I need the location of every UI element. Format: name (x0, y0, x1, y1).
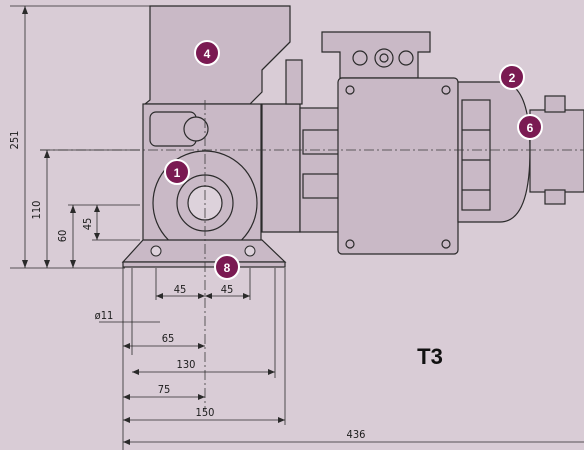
drawing-title: T3 (417, 344, 443, 369)
mounting-foot (121, 239, 287, 263)
dim-150: 150 (196, 406, 215, 419)
dim-45-left: 45 (174, 283, 187, 296)
callout-2-label: 2 (509, 71, 516, 85)
dim-436: 436 (347, 428, 366, 441)
dim-65: 65 (162, 332, 175, 345)
callout-4: 4 (194, 40, 220, 66)
flange-plate (261, 103, 301, 233)
dim-hole-diameter: ø11 (95, 309, 114, 322)
dim-total-height: 251 (8, 131, 21, 150)
callout-2: 2 (499, 64, 525, 90)
dimension-arrows (22, 6, 285, 445)
gear-motor-assembly (121, 5, 584, 268)
callout-6: 6 (517, 114, 543, 140)
callout-8-label: 8 (224, 261, 231, 275)
dim-45-right: 45 (221, 283, 234, 296)
coupling-housing (299, 107, 343, 233)
callout-1-label: 1 (174, 166, 181, 180)
dimension-lines (10, 5, 584, 450)
foot-bolts (150, 245, 256, 257)
callout-6-label: 6 (527, 121, 534, 135)
callout-4-label: 4 (204, 47, 211, 61)
callout-1: 1 (164, 159, 190, 185)
callout-8: 8 (214, 254, 240, 280)
dim-shaft-height: 110 (30, 201, 43, 220)
dim-75: 75 (158, 383, 171, 396)
dim-foot-45-vertical: 45 (81, 218, 94, 231)
motor-body (337, 77, 459, 255)
dim-130: 130 (177, 358, 196, 371)
dim-foot-60: 60 (56, 230, 69, 243)
